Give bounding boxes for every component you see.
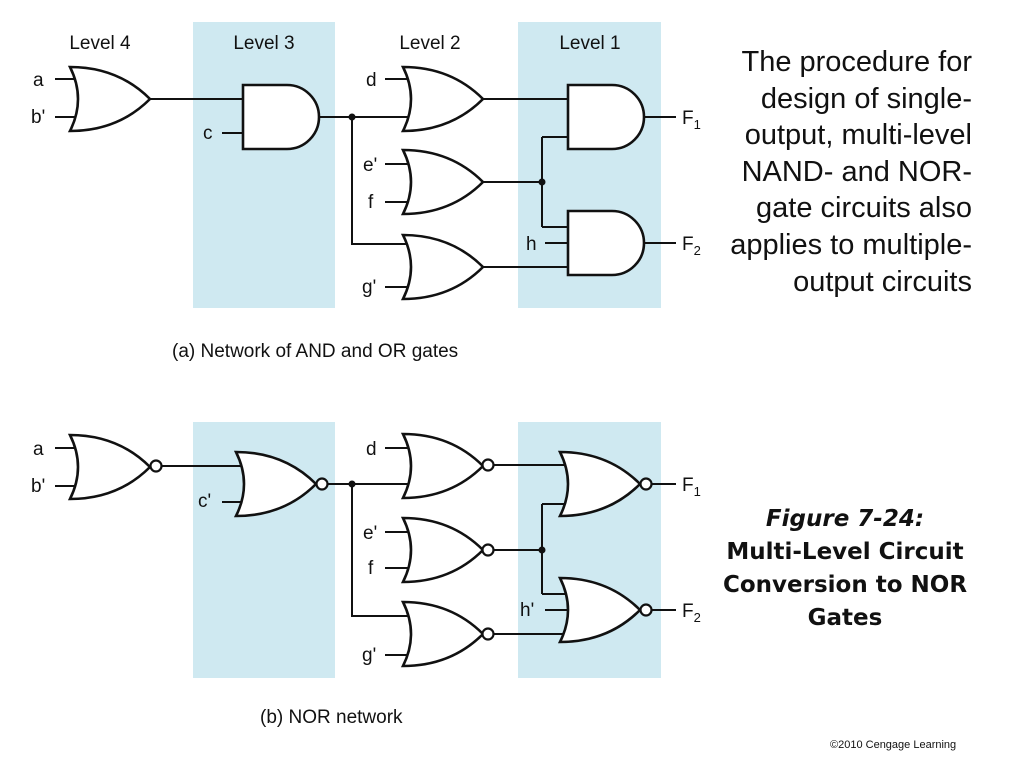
caption-b: (b) NOR network [260,707,403,728]
side-description: The procedure for design of single-outpu… [730,46,972,298]
network-b: a b' c' d e' f g' h' F1 F2 (b) NOR netwo… [31,432,701,728]
figure-label: Figure 7-24: [765,506,925,532]
output-f2-label: F2 [682,234,701,258]
level-4-label: Level 4 [69,33,131,54]
and-gate-level-3 [241,83,321,151]
input-b-label: b' [31,476,45,497]
figure-caption: Multi-Level Circuit Conversion to NOR Ga… [722,539,968,631]
nor-gate-level-2-bottom [401,600,485,668]
input-b-label: b' [31,107,45,128]
junction-dot [348,480,356,488]
and-gate-level-1-bottom [566,209,646,277]
nor-gate-level-2-middle [401,516,485,584]
inversion-bubble [149,459,163,473]
inversion-bubble [639,603,653,617]
inversion-bubble [639,477,653,491]
inversion-bubble [315,477,329,491]
inversion-bubble [481,627,495,641]
or-gate-level-2-middle [401,148,485,216]
input-g-label: g' [362,645,376,666]
inversion-bubble [481,543,495,557]
output-f1-label: F1 [682,108,701,132]
figure-title: Figure 7-24: Multi-Level Circuit Convers… [690,503,1000,635]
input-g-label: g' [362,277,376,298]
input-c-label: c' [198,491,211,512]
or-gate-level-2-bottom [401,233,485,301]
level-1-label: Level 1 [559,33,620,54]
input-e-label: e' [363,155,377,176]
level-3-band-a [193,22,335,308]
nor-gate-level-4 [68,433,152,501]
input-c-label: c [203,123,213,144]
input-f-label: f [368,558,374,579]
copyright-notice: ©2010 Cengage Learning [830,739,957,751]
input-d-label: d [366,439,377,460]
junction-dot [348,113,356,121]
output-f2-label: F2 [682,601,701,625]
input-f-label: f [368,192,374,213]
input-d-label: d [366,70,377,91]
input-e-label: e' [363,523,377,544]
caption-a: (a) Network of AND and OR gates [172,341,458,362]
input-h-label: h' [520,600,534,621]
and-gate-level-1-top [566,83,646,151]
or-gate-level-4 [68,65,152,133]
inversion-bubble [481,458,495,472]
input-a-label: a [33,70,44,91]
level-3-label: Level 3 [233,33,294,54]
input-a-label: a [33,439,44,460]
input-h-label: h [526,234,537,255]
network-a: a b' c d e' f g' h F1 F2 (a) Network of … [31,65,701,362]
level-2-label: Level 2 [399,33,460,54]
output-f1-label: F1 [682,475,701,499]
or-gate-level-2-top [401,65,485,133]
junction-dot [538,546,546,554]
junction-dot [538,178,546,186]
nor-gate-level-2-top [401,432,485,500]
